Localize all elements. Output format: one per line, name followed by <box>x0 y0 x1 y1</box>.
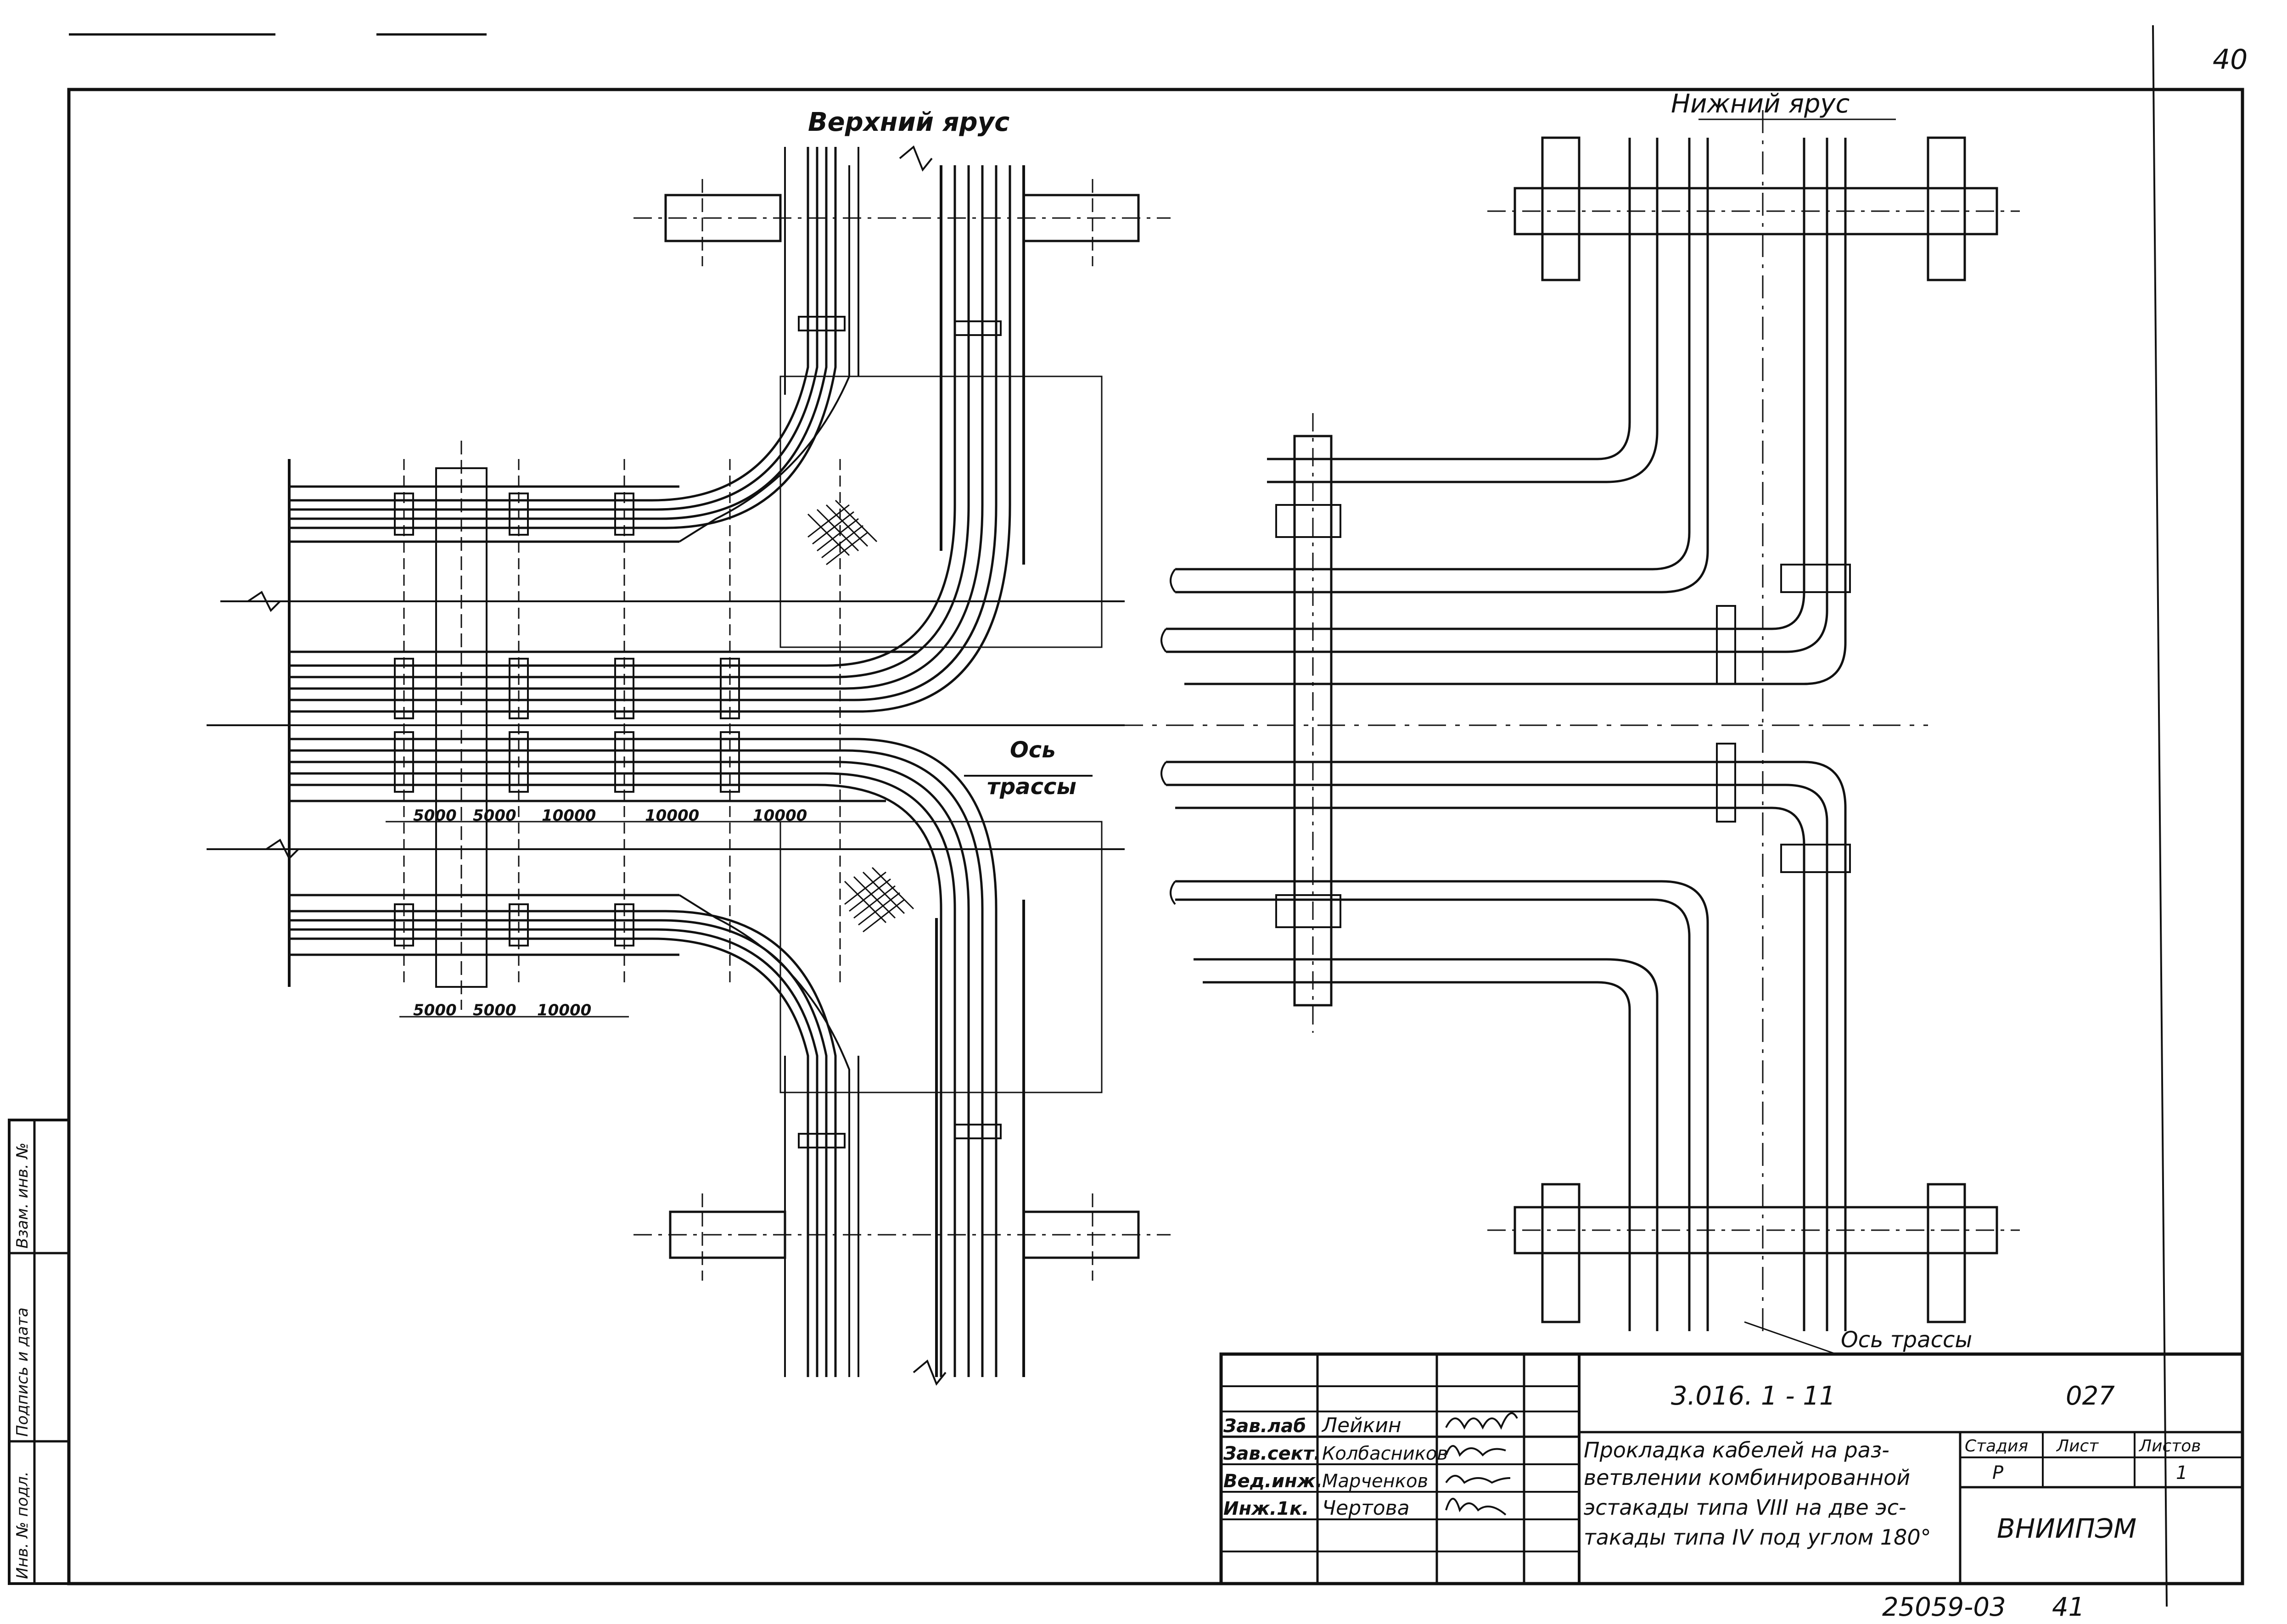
role-name: Колбасников <box>1322 1443 1448 1464</box>
side-stamp <box>8 1119 70 1585</box>
role-name: Чертова <box>1322 1496 1410 1520</box>
doc-code: 3.016. 1 - 11 <box>1671 1381 1836 1411</box>
upper-tier-drawing <box>207 145 1171 1386</box>
dimension-label: 10000 <box>645 806 699 825</box>
drawing-title-line: ветвлении комбинированной <box>1584 1465 1910 1490</box>
dimension-label: 10000 <box>537 1001 591 1019</box>
route-axis-label-lower: Ось трассы <box>1841 1327 1972 1353</box>
upper-tier-label: Верхний ярус <box>808 107 1009 137</box>
dimension-label: 10000 <box>542 806 596 825</box>
sheet-header: Лист <box>2056 1437 2099 1456</box>
dimension-label: 5000 <box>473 1001 516 1019</box>
signatures <box>1445 1412 1518 1516</box>
drawing-frame <box>67 88 2244 1585</box>
side-stamp-label: Подпись и дата <box>13 1307 32 1437</box>
sheets-header: Листов <box>2138 1437 2201 1456</box>
organization: ВНИИПЭМ <box>1997 1513 2136 1544</box>
side-stamp-label: Инв. № подл. <box>13 1471 32 1579</box>
role-position: Зав.сект. <box>1223 1443 1321 1464</box>
archive-sheet: 41 <box>2052 1592 2085 1622</box>
title-block <box>1219 1352 2244 1585</box>
lower-tier-drawing <box>1160 110 2020 1355</box>
stage-header: Стадия <box>1965 1437 2028 1456</box>
archive-number: 25059-03 <box>1882 1592 2006 1622</box>
role-name: Марченков <box>1322 1471 1428 1492</box>
role-position: Вед.инж. <box>1223 1471 1323 1492</box>
drawing-title-line: эстакады типа VIII на две эс- <box>1584 1495 1906 1520</box>
dimension-label: 10000 <box>753 806 807 825</box>
side-stamp-label: Взам. инв. № <box>13 1142 32 1249</box>
role-name: Лейкин <box>1321 1414 1401 1437</box>
lower-tier-label: Нижний ярус <box>1671 89 1850 119</box>
drawing-title-line: такады типа IV под углом 180° <box>1584 1525 1931 1550</box>
role-position: Инж.1к. <box>1223 1498 1309 1519</box>
sheets-value: 1 <box>2176 1462 2187 1484</box>
role-position: Зав.лаб <box>1223 1416 1306 1437</box>
page-number: 40 <box>2213 44 2248 76</box>
stage-value: Р <box>1992 1462 2004 1484</box>
sheet-code: 027 <box>2066 1381 2115 1411</box>
route-axis-label-2: трассы <box>987 774 1076 800</box>
dimension-label: 5000 <box>413 1001 457 1019</box>
route-axis-label-1: Ось <box>1010 737 1056 763</box>
dimension-label: 5000 <box>413 806 457 825</box>
dimension-label: 5000 <box>473 806 516 825</box>
drawing-title-line: Прокладка кабелей на раз- <box>1584 1438 1889 1462</box>
